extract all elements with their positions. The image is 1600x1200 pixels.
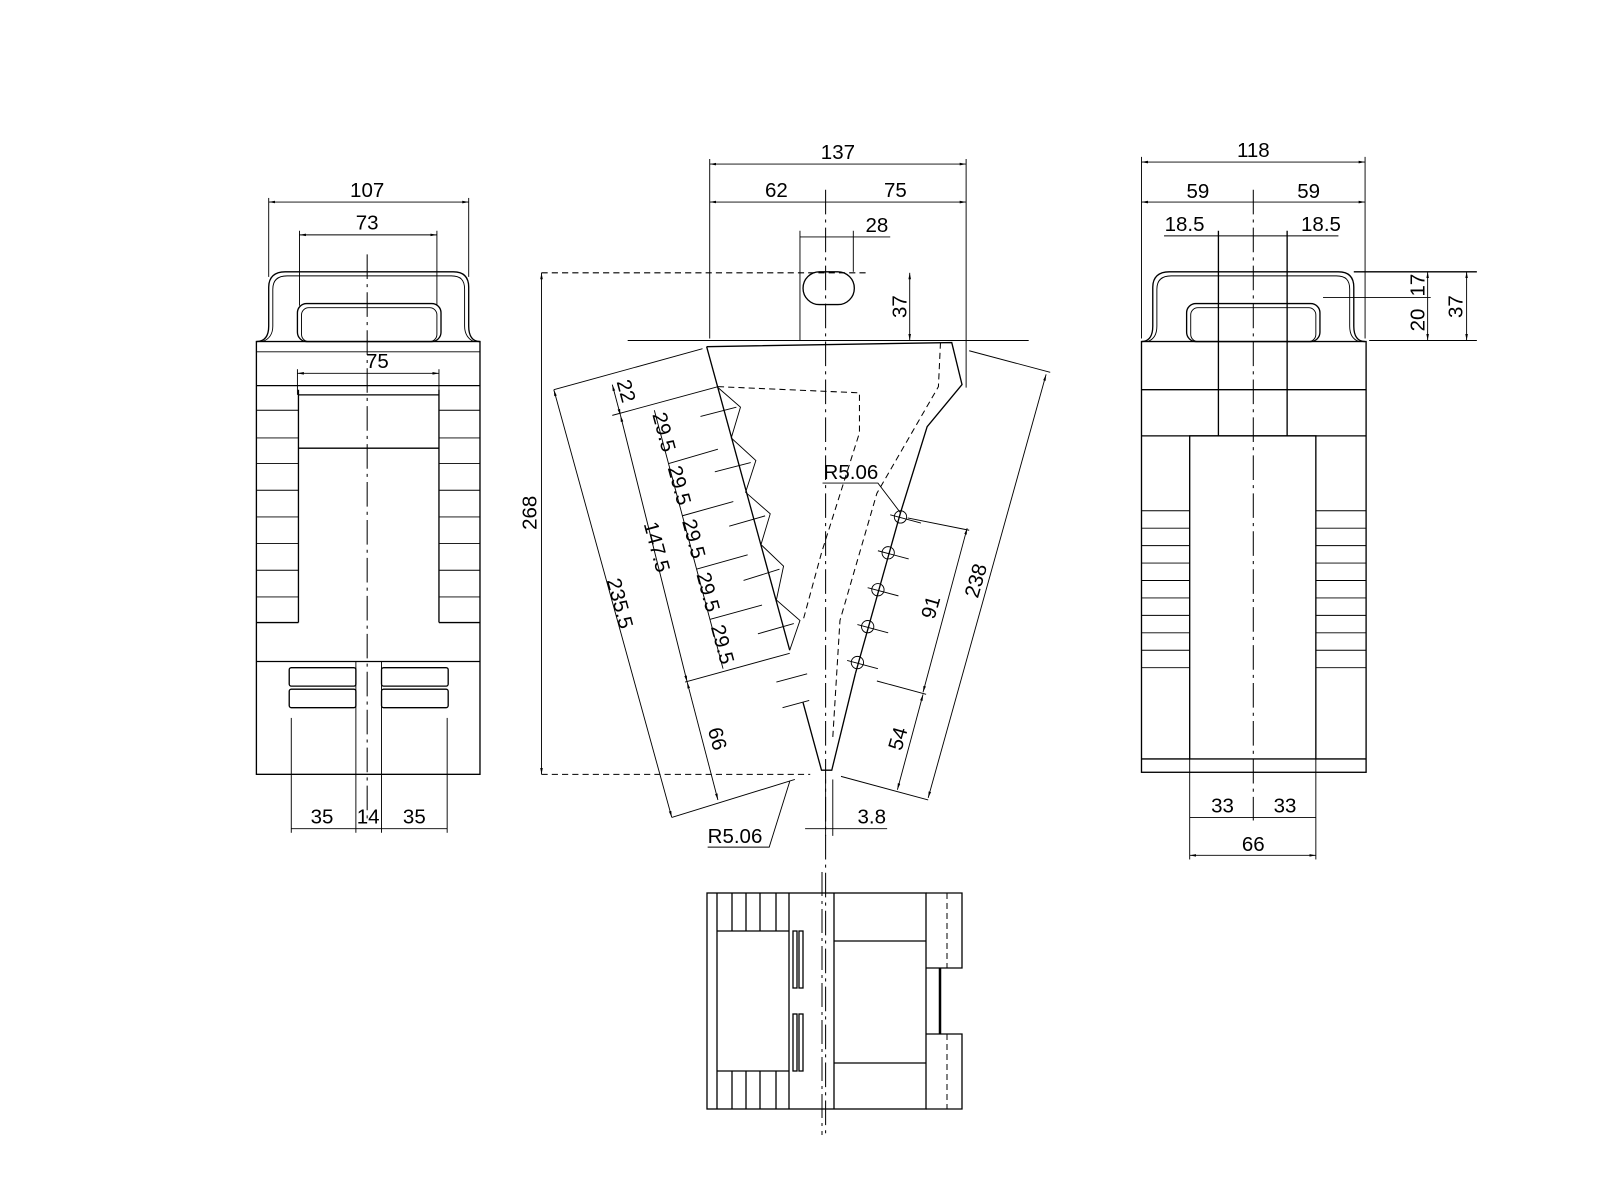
dim-3-8: 3.8 (858, 806, 887, 829)
dim-75: 75 (366, 350, 389, 373)
dim-18-5-left: 18.5 (1165, 213, 1205, 236)
dim-137: 137 (821, 141, 855, 164)
dim-59-left: 59 (1186, 180, 1209, 203)
dim-33-left: 33 (1211, 794, 1234, 817)
dim-59-right: 59 (1297, 180, 1320, 203)
dim-17: 17 (1407, 274, 1430, 297)
dim-33-right: 33 (1274, 794, 1297, 817)
dim-75: 75 (884, 179, 907, 202)
radius-bottom-label: R5.06 (708, 825, 763, 848)
dim-35-right: 35 (403, 806, 426, 829)
radius-top-label: R5.06 (824, 461, 879, 484)
dim-73: 73 (356, 212, 379, 235)
bottom-view (706, 872, 963, 1135)
dim-37: 37 (889, 295, 912, 318)
dim-107: 107 (350, 179, 384, 202)
dim-35-left: 35 (311, 806, 334, 829)
dim-268: 268 (518, 496, 541, 530)
dim-37: 37 (1445, 295, 1468, 318)
dim-118: 118 (1237, 139, 1270, 162)
dim-62: 62 (765, 179, 788, 202)
dim-66: 66 (1242, 833, 1265, 856)
dim-18-5-right: 18.5 (1301, 213, 1341, 236)
dim-28: 28 (865, 214, 888, 237)
dim-20: 20 (1407, 309, 1430, 332)
right-side-view: 118 59 59 18.5 18.5 17 20 37 33 33 66 (1140, 139, 1477, 860)
left-side-view: 107 73 75 35 14 35 (255, 179, 481, 833)
dim-14: 14 (357, 806, 380, 829)
